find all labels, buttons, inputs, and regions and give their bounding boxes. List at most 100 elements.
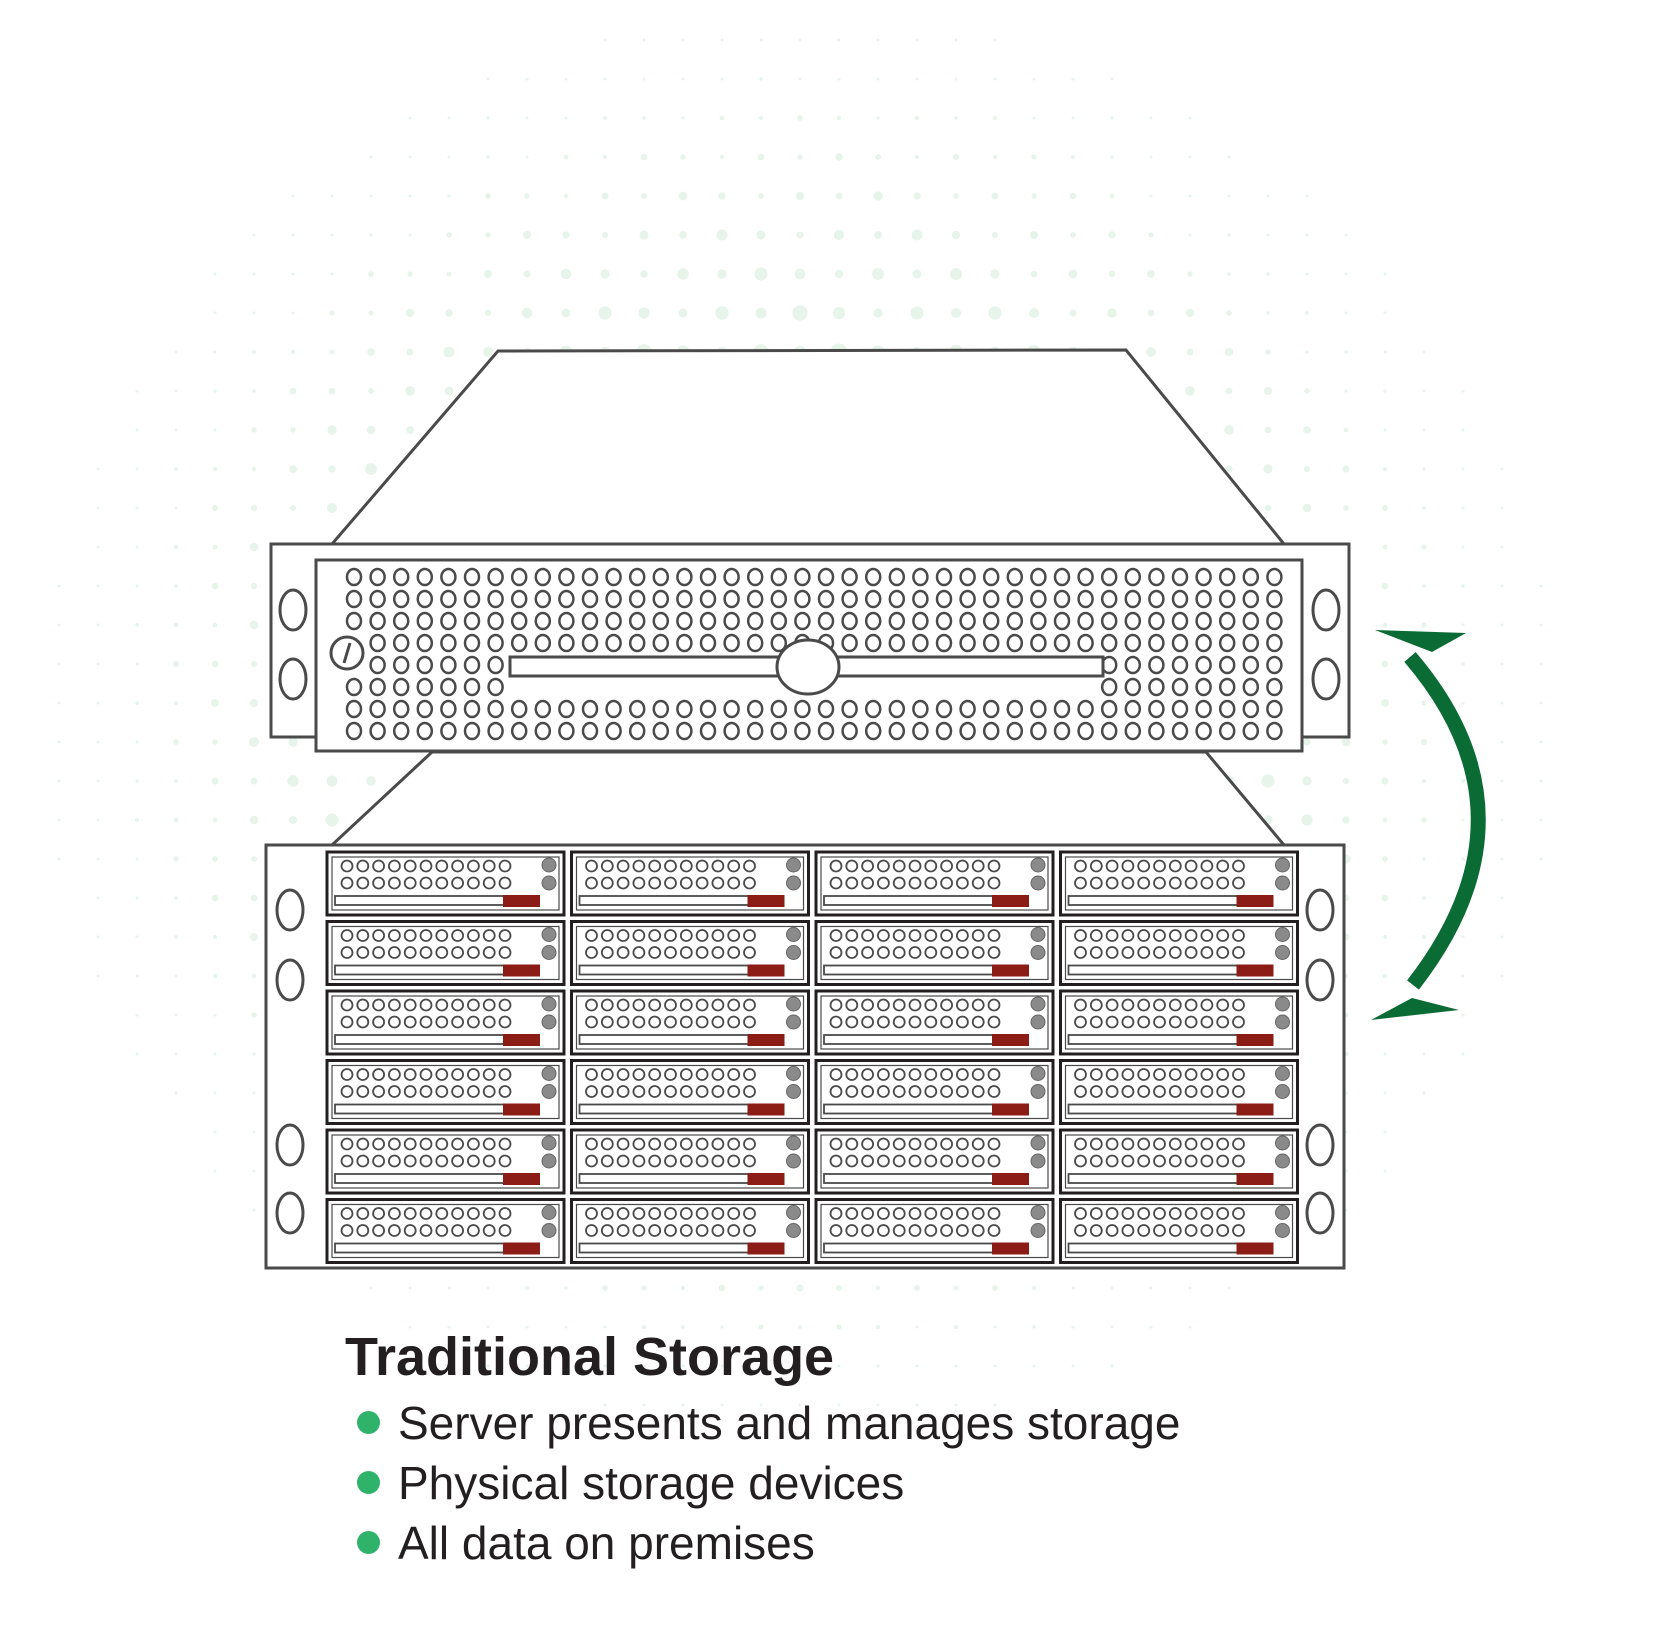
background-dot	[1381, 777, 1389, 785]
drive-bay	[325, 1198, 566, 1264]
drive-vent-hole	[711, 1085, 725, 1098]
vent-hole	[416, 567, 434, 587]
vent-hole	[1242, 611, 1260, 631]
background-dot	[792, 305, 808, 321]
background-dot	[135, 857, 139, 861]
vent-hole	[959, 567, 976, 587]
background-dot	[564, 77, 568, 81]
drive-vent-hole	[971, 1015, 985, 1029]
drive-vent-hole	[1216, 929, 1230, 942]
drive-led-icon	[1030, 1014, 1046, 1030]
background-dot	[719, 115, 725, 121]
background-dot	[174, 584, 178, 588]
drive-handle-bar	[334, 895, 507, 906]
drive-vent-hole	[743, 1068, 756, 1081]
vent-hole	[534, 633, 552, 653]
drive-vent-hole	[845, 1154, 859, 1168]
vent-hole	[1148, 699, 1165, 719]
drive-vent-hole	[372, 1068, 386, 1081]
background-dot	[1266, 233, 1270, 237]
drive-vent-hole	[632, 1068, 646, 1081]
drive-led-icon	[1275, 927, 1290, 942]
caption-block: Traditional Storage Server presents and …	[345, 1325, 1445, 1573]
background-dot	[798, 1364, 802, 1368]
drive-vent-hole	[482, 929, 496, 942]
background-dot	[837, 77, 841, 81]
background-dot	[992, 1285, 998, 1291]
background-dot	[96, 506, 100, 510]
background-dot	[1500, 701, 1504, 705]
drive-vent-hole	[372, 1015, 386, 1029]
vent-hole	[605, 633, 622, 653]
background-dot	[251, 856, 257, 862]
vent-hole	[1053, 699, 1071, 719]
background-dot	[1188, 1325, 1192, 1329]
drive-vent-hole	[1168, 1015, 1182, 1029]
vent-hole	[581, 633, 599, 653]
vent-hole	[1148, 721, 1165, 741]
drive-vent-hole	[585, 1068, 598, 1081]
drive-vent-hole	[340, 1224, 354, 1237]
background-dot	[1422, 467, 1426, 471]
drive-vent-hole	[727, 1154, 741, 1168]
drive-bay	[570, 1198, 810, 1264]
drive-vent-hole	[1153, 929, 1166, 942]
vent-hole	[392, 721, 410, 741]
background-dot	[835, 192, 843, 200]
drive-bay-inner	[820, 1134, 1049, 1189]
drive-vent-hole	[727, 1068, 741, 1081]
drive-led-icon	[786, 1205, 801, 1220]
drive-vent-hole	[1105, 1224, 1119, 1237]
vent-hole	[628, 633, 646, 653]
drive-vent-hole	[664, 946, 677, 959]
background-dot	[96, 935, 100, 939]
vent-hole	[1077, 633, 1094, 653]
drive-bay-inner	[331, 1134, 560, 1189]
background-dot	[1422, 584, 1426, 588]
drive-led-icon	[541, 927, 557, 942]
drive-vent-hole	[600, 929, 614, 942]
drive-vent-hole	[1089, 946, 1103, 959]
background-dot	[563, 154, 569, 160]
vent-hole	[487, 699, 504, 719]
background-dot	[57, 779, 61, 783]
drive-vent-hole	[987, 946, 1001, 959]
drive-vent-hole	[908, 946, 922, 959]
drive-led-icon	[1275, 1205, 1290, 1220]
drive-vent-hole	[648, 859, 662, 873]
drive-vent-hole	[908, 1224, 922, 1237]
vent-hole	[345, 611, 363, 631]
vent-hole	[392, 567, 410, 587]
drive-vent-hole	[908, 1015, 922, 1029]
drive-vent-hole	[632, 1154, 646, 1168]
background-dot	[873, 308, 883, 318]
drive-vent-hole	[1105, 998, 1119, 1012]
background-dot	[484, 309, 492, 317]
vent-hole	[1124, 611, 1142, 631]
drive-vent-hole	[585, 1154, 598, 1168]
background-dot	[1266, 311, 1270, 315]
server-top-cover	[328, 348, 1288, 546]
drive-vent-hole	[387, 1207, 401, 1220]
drive-vent-hole	[679, 1085, 693, 1098]
rack-ear-hole	[278, 588, 308, 632]
vent-hole	[628, 589, 646, 609]
drive-vent-hole	[1074, 946, 1087, 959]
background-dot	[173, 661, 179, 667]
drive-vent-hole	[924, 1085, 938, 1098]
drive-vent-hole	[845, 876, 859, 890]
background-dot	[1305, 311, 1309, 315]
vent-hole	[959, 633, 976, 653]
background-dot	[564, 116, 568, 120]
background-dot	[603, 77, 607, 81]
server-connector	[328, 750, 1288, 847]
background-dot	[1422, 350, 1426, 354]
background-dot	[642, 1403, 646, 1407]
drive-vent-hole	[743, 1154, 756, 1168]
vent-hole	[676, 721, 693, 741]
drive-vent-hole	[845, 1137, 859, 1151]
drive-vent-hole	[1184, 946, 1198, 959]
background-dot	[1500, 545, 1504, 549]
drive-release-latch	[747, 895, 785, 907]
drive-vent-hole	[1089, 1224, 1103, 1237]
